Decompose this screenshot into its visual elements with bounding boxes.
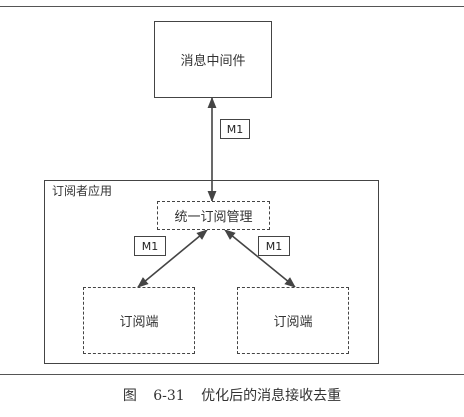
unified-subscription-manager-box: 统一订阅管理 <box>157 201 270 230</box>
middleware-label: 消息中间件 <box>180 54 246 69</box>
manager-left-subscriber-connector <box>137 229 208 288</box>
top-rule <box>0 6 464 7</box>
message-tag-top: M1 <box>220 119 250 139</box>
container-label: 订阅者应用 <box>52 184 113 198</box>
message-tag-left: M1 <box>134 236 166 256</box>
subscriber-app-container <box>44 180 379 364</box>
manager-label: 统一订阅管理 <box>174 210 253 225</box>
subscriber-right-box: 订阅端 <box>237 287 349 354</box>
message-tag-right: M1 <box>258 236 290 256</box>
bottom-rule <box>0 374 464 375</box>
subscriber-right-label: 订阅端 <box>273 315 313 330</box>
manager-right-subscriber-connector <box>224 229 296 288</box>
subscriber-left-box: 订阅端 <box>83 287 195 354</box>
middleware-box: 消息中间件 <box>154 21 272 98</box>
subscriber-left-label: 订阅端 <box>119 315 159 330</box>
figure-caption: 图 6-31 优化后的消息接收去重 <box>122 388 342 404</box>
